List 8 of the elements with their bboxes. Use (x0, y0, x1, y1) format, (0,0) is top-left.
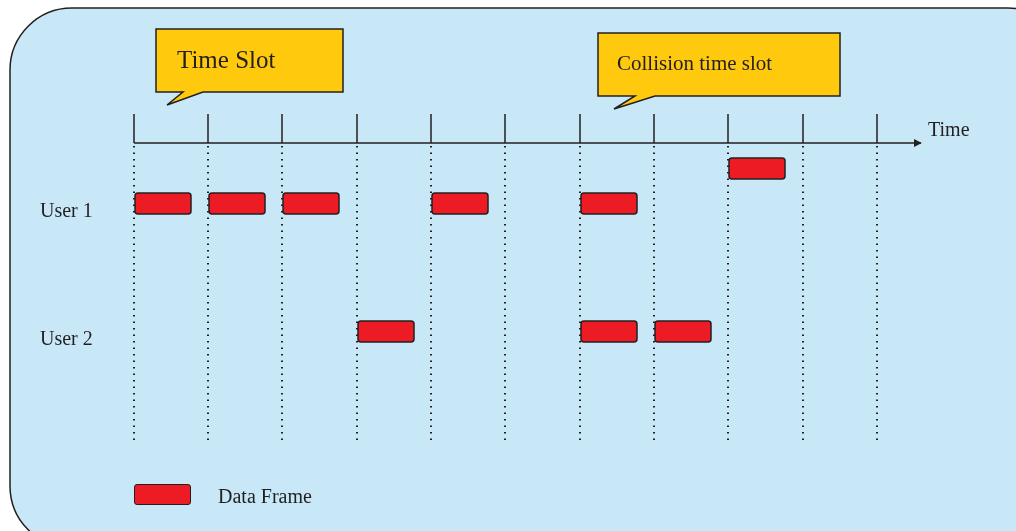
row-label: User 1 (40, 200, 93, 220)
row-label: User 2 (40, 328, 93, 348)
callout-bubble (597, 32, 842, 110)
callout-bubble (155, 28, 345, 107)
callout-text: Time Slot (177, 47, 276, 72)
legend-label: Data Frame (218, 486, 312, 506)
callout-text: Collision time slot (617, 53, 773, 74)
axis-label: Time (928, 119, 970, 139)
